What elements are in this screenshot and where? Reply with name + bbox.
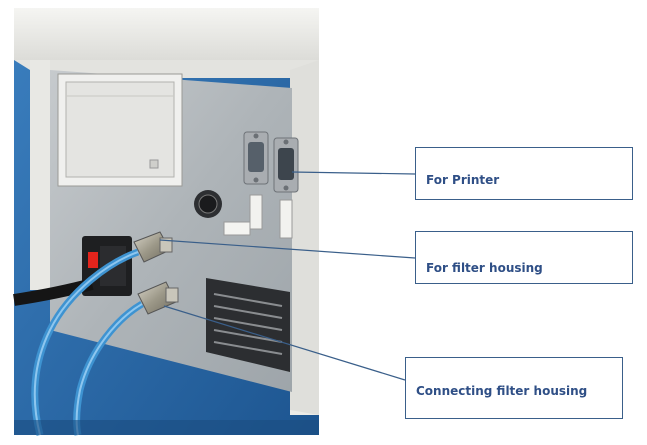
callout-connecting-filter-housing: Connecting filter housing <box>405 357 623 419</box>
callout-printer-text: For Printer <box>426 172 500 187</box>
callout-connecting-text: Connecting filter housing <box>416 384 588 398</box>
leader-line-filter <box>159 239 416 259</box>
serial-port-comm <box>243 131 269 185</box>
callout-for-filter-housing: For filter housing <box>415 231 633 284</box>
leader-line-printer <box>291 171 416 175</box>
leader-line-connecting <box>163 305 406 381</box>
air-inlet-fitting <box>194 190 251 236</box>
callout-for-printer: For Printer <box>415 147 633 200</box>
printer-slot <box>57 73 183 187</box>
port-label-print <box>279 199 293 239</box>
callout-filter-text: For filter housing <box>426 260 543 275</box>
port-label-comm <box>249 194 263 230</box>
serial-port-printer <box>273 137 299 193</box>
connecting-fitting <box>137 281 179 315</box>
name-plate <box>206 278 290 372</box>
